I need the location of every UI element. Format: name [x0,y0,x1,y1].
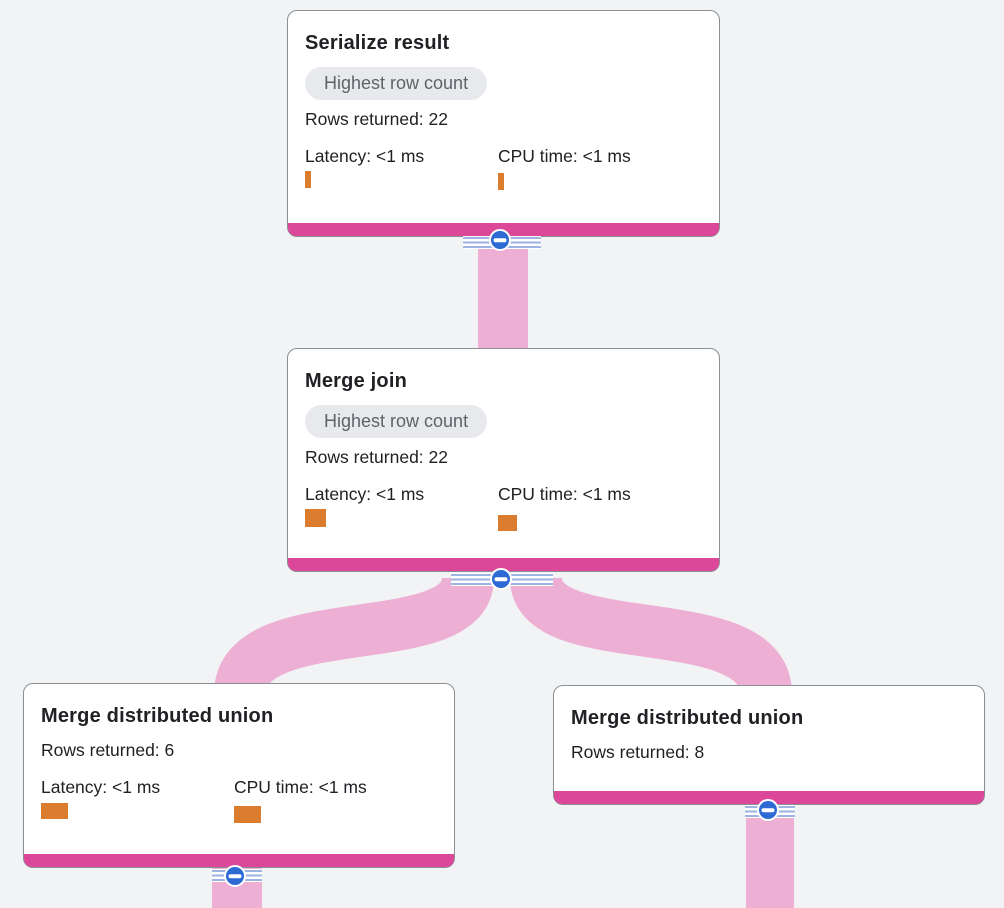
highest-row-count-badge: Highest row count [305,405,488,438]
rows-returned-text: Rows returned: 8 [571,742,705,762]
plan-node-serialize-result[interactable]: Serialize result Highest row count Rows … [287,10,720,237]
collapse-button-serialize-result[interactable] [489,229,511,251]
latency-bar [41,803,68,819]
latency-metric: Latency: <1 ms [305,484,495,527]
flow-edge-mergejoin-to-left-union [214,574,494,698]
plan-node-merge-join[interactable]: Merge join Highest row count Rows return… [287,348,720,572]
rows-returned-text: Rows returned: 22 [305,109,448,129]
minus-icon [228,874,242,878]
latency-label: Latency: <1 ms [305,484,425,504]
latency-label: Latency: <1 ms [41,777,161,797]
latency-metric: Latency: <1 ms [41,777,231,819]
latency-bar [305,171,311,188]
latency-metric: Latency: <1 ms [305,146,495,188]
latency-label: Latency: <1 ms [305,146,425,166]
cpu-time-bar [498,173,504,190]
node-accent-bar [288,558,719,571]
cpu-time-label: CPU time: <1 ms [498,484,631,504]
cpu-time-metric: CPU time: <1 ms [234,777,424,823]
latency-bar [305,509,326,527]
minus-icon [494,577,508,581]
highest-row-count-badge: Highest row count [305,67,488,100]
rows-returned-text: Rows returned: 6 [41,740,175,760]
cpu-time-bar [234,806,261,823]
node-accent-bar [554,791,984,804]
cpu-time-metric: CPU time: <1 ms [498,146,688,190]
flow-edge-mergejoin-to-right-union [510,574,792,698]
node-title: Merge distributed union [41,705,274,727]
cpu-time-label: CPU time: <1 ms [498,146,631,166]
collapse-button-right-union[interactable] [757,799,779,821]
cpu-time-label: CPU time: <1 ms [234,777,367,797]
node-title: Merge join [305,370,408,392]
plan-node-merge-distributed-union-right[interactable]: Merge distributed union Rows returned: 8 [553,685,985,805]
collapse-button-merge-join[interactable] [490,568,512,590]
plan-node-merge-distributed-union-left[interactable]: Merge distributed union Rows returned: 6… [23,683,455,868]
node-accent-bar [24,854,454,867]
cpu-time-metric: CPU time: <1 ms [498,484,688,531]
collapse-button-left-union[interactable] [224,865,246,887]
cpu-time-bar [498,515,517,531]
rows-returned-text: Rows returned: 22 [305,447,448,467]
minus-icon [761,808,775,812]
node-title: Merge distributed union [571,707,804,729]
node-title: Serialize result [305,32,450,54]
minus-icon [493,238,507,242]
